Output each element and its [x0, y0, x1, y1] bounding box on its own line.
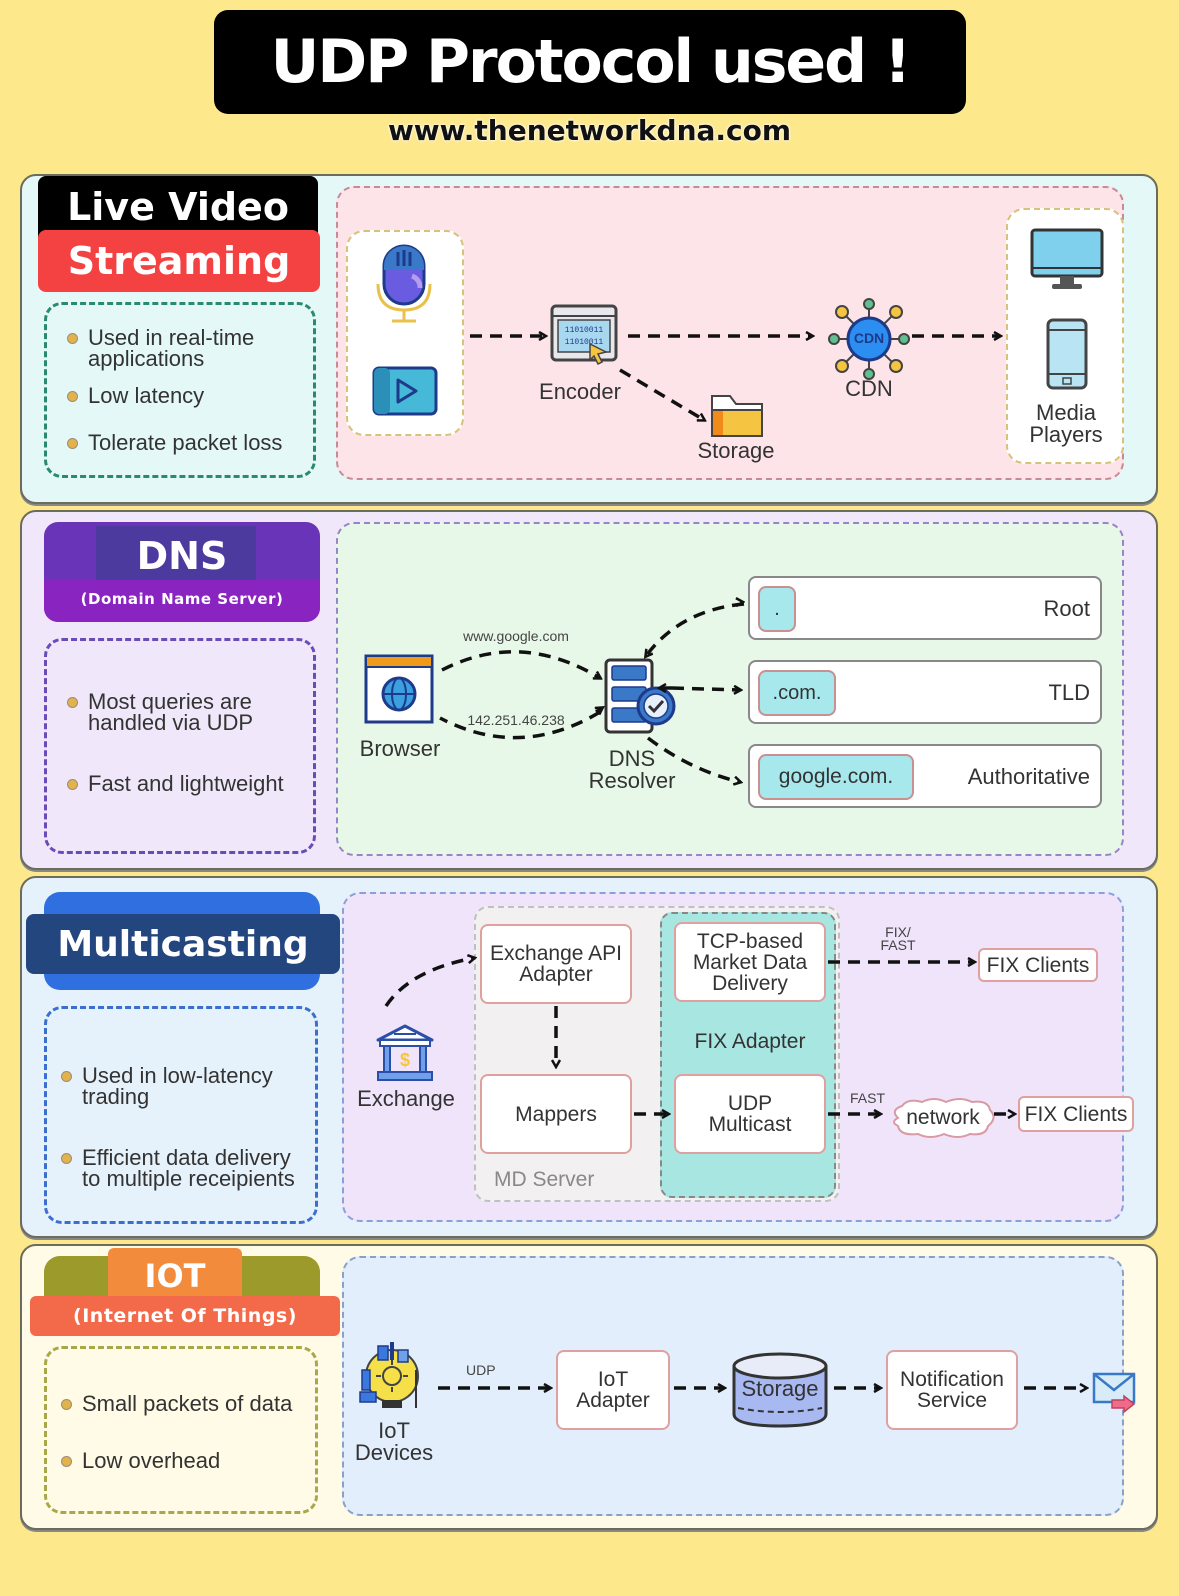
streaming-title-bottom: Streaming — [38, 230, 320, 292]
streaming-title-top: Live Video — [38, 176, 318, 238]
browser-label: Browser — [359, 736, 441, 761]
multicast-title-block: Multicasting — [26, 914, 340, 974]
fix-adapter-label: FIX Adapter — [694, 1030, 806, 1053]
encoder-icon: 11010011 11010011 — [550, 304, 618, 366]
dns-subtitle: (Domain Name Server) — [80, 590, 284, 608]
encoder-label: Encoder — [539, 379, 621, 404]
multicast-bullet: Efficient data delivery to multiple rece… — [61, 1147, 312, 1190]
exchange-label: Exchange — [357, 1086, 455, 1111]
multicast-bullets-box: Used in low-latency trading Efficient da… — [44, 1006, 318, 1224]
cdn-badge-text: CDN — [853, 330, 885, 346]
email-send-icon — [1092, 1372, 1136, 1414]
svg-text:11010011: 11010011 — [565, 326, 604, 335]
iot-udp-label: UDP — [466, 1362, 496, 1378]
streaming-bullet: Low latency — [67, 385, 288, 407]
browser-globe-icon — [364, 654, 434, 724]
bullet-dot-icon — [67, 779, 78, 790]
dns-response-label: 142.251.46.238 — [467, 712, 565, 728]
database-icon — [732, 1352, 828, 1428]
cdn-icon — [828, 298, 910, 380]
dns-resolver-label: DNS Resolver — [588, 746, 676, 793]
website-url: www.thenetworkdna.com — [387, 114, 792, 147]
dns-title: DNS — [136, 534, 228, 578]
bullet-dot-icon — [61, 1153, 72, 1164]
streaming-title-line2: Streaming — [67, 239, 291, 283]
folder-icon — [711, 395, 763, 437]
md-server-label: MD Server — [494, 1168, 595, 1191]
storage-label: Storage — [697, 438, 775, 463]
dns-query-label: www.google.com — [463, 628, 569, 644]
iot-bullets-box: Small packets of data Low overhead — [44, 1346, 318, 1514]
bullet-dot-icon — [67, 438, 78, 449]
iot-devices-label: IoT Devices — [354, 1418, 434, 1465]
dns-bullet: Fast and lightweight — [67, 773, 284, 795]
dns-server-tag: . — [758, 586, 796, 632]
cdn-label: CDN — [845, 376, 893, 401]
monitor-icon — [1030, 228, 1104, 289]
svg-text:11010011: 11010011 — [565, 338, 604, 347]
bullet-dot-icon — [61, 1071, 72, 1082]
dns-server-tag: google.com. — [758, 754, 914, 800]
fix-clients-box: FIX Clients — [1018, 1096, 1134, 1132]
iot-storage-label: Storage — [741, 1376, 819, 1401]
streaming-title-line1: Live Video — [67, 185, 289, 229]
streaming-bullet: Used in real-time applications — [67, 327, 288, 370]
multicast-title: Multicasting — [57, 923, 309, 965]
bullet-dot-icon — [67, 333, 78, 344]
svg-text:$: $ — [400, 1050, 410, 1070]
smartphone-icon — [1046, 318, 1088, 390]
dns-server-row-root: . Root — [748, 576, 1102, 640]
video-play-icon — [372, 366, 438, 416]
dns-server-row-authoritative: google.com. Authoritative — [748, 744, 1102, 808]
dns-server-row-tld: .com. TLD — [748, 660, 1102, 724]
page-title: UDP Protocol used ! — [270, 27, 912, 97]
bullet-dot-icon — [67, 391, 78, 402]
notification-service-box: Notification Service — [886, 1350, 1018, 1430]
exchange-api-adapter-box: Exchange API Adapter — [480, 924, 632, 1004]
tcp-market-data-box: TCP-based Market Data Delivery — [674, 922, 826, 1002]
streaming-bullets-box: Used in real-time applications Low laten… — [44, 302, 316, 478]
streaming-bullet: Tolerate packet loss — [67, 432, 288, 454]
bullet-dot-icon — [67, 697, 78, 708]
fast-label: FAST — [850, 1090, 886, 1106]
dns-server-name: TLD — [1048, 680, 1090, 705]
dns-server-tag: .com. — [758, 670, 836, 716]
bullet-dot-icon — [61, 1456, 72, 1467]
dns-server-name: Authoritative — [967, 764, 1090, 789]
dns-server-icon — [604, 658, 676, 734]
iot-adapter-box: IoT Adapter — [556, 1350, 670, 1430]
bank-icon: $ — [376, 1024, 434, 1081]
microphone-icon — [376, 244, 432, 323]
fix-fast-label: FIX/ FAST — [880, 924, 916, 953]
iot-city-icon — [359, 1342, 419, 1408]
dns-bullets-box: Most queries are handled via UDP Fast an… — [44, 638, 316, 854]
network-label: network — [906, 1106, 980, 1129]
dns-bullet: Most queries are handled via UDP — [67, 691, 284, 734]
iot-title-block: IOT — [108, 1248, 242, 1304]
dns-server-name: Root — [1043, 596, 1090, 621]
iot-subtitle: (Internet Of Things) — [73, 1305, 297, 1327]
iot-subtitle-block: (Internet Of Things) — [30, 1296, 340, 1336]
udp-multicast-box: UDP Multicast — [674, 1074, 826, 1154]
iot-bullet: Small packets of data — [61, 1393, 292, 1415]
media-players-label: Media Players — [1029, 400, 1103, 447]
cloud-icon — [893, 1098, 995, 1138]
bullet-dot-icon — [61, 1399, 72, 1410]
mappers-box: Mappers — [480, 1074, 632, 1154]
multicast-bullet: Used in low-latency trading — [61, 1065, 312, 1108]
iot-title: IOT — [144, 1257, 206, 1295]
title-banner: UDP Protocol used ! — [214, 10, 966, 114]
iot-bullet: Low overhead — [61, 1450, 292, 1472]
dns-title-block — [44, 522, 320, 622]
fix-clients-box: FIX Clients — [978, 948, 1098, 982]
